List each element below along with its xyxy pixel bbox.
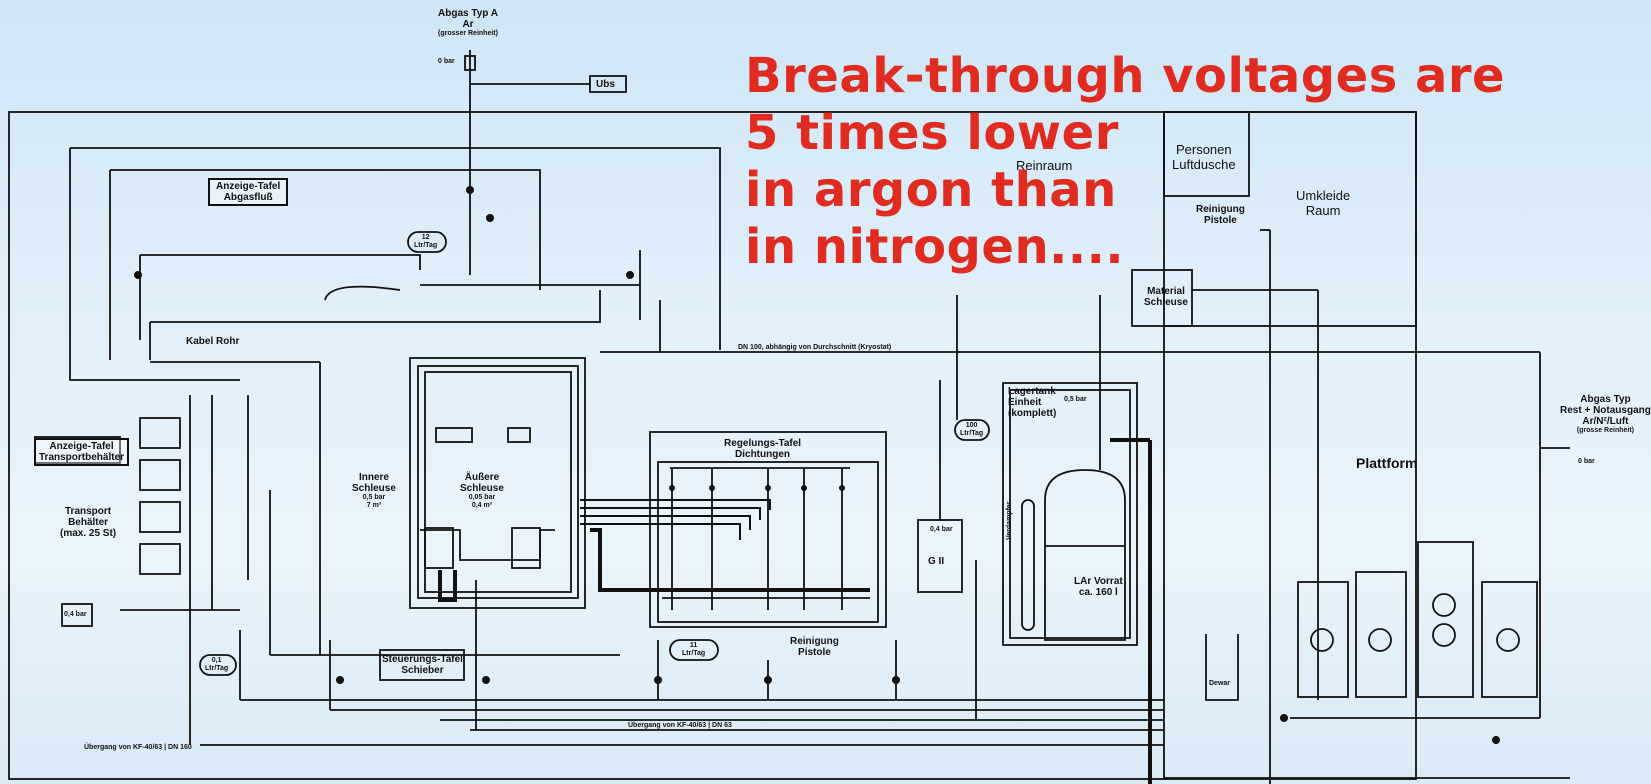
lar-supply-tank xyxy=(1044,469,1126,641)
headline-line-1: Break-through voltages are xyxy=(745,48,1506,104)
platform-units xyxy=(1290,352,1541,719)
ubs-box xyxy=(589,75,627,93)
transport-containers xyxy=(139,395,249,610)
label-dewar: Dewar xyxy=(1209,680,1231,687)
label-exhaust-a-pressure: 0 bar xyxy=(438,58,455,65)
label-evaporator: Verdampfer xyxy=(1006,501,1013,540)
regulation-panel-border xyxy=(649,431,887,628)
outer-room-border xyxy=(8,111,1417,780)
label-bottle-pressure: 0,4 bar xyxy=(64,611,87,618)
material-lock-box xyxy=(1131,269,1193,327)
label-pipe-note: DN 100, abhängig von Durchschnitt (Kryos… xyxy=(738,344,892,351)
headline-line-3: in argon than xyxy=(745,162,1117,218)
air-shower-border xyxy=(1163,111,1250,197)
label-clean-room: Reinraum xyxy=(1016,158,1073,173)
headline-text: Break-through voltages are 5 times lower… xyxy=(745,48,1505,276)
lock-frame xyxy=(409,357,586,609)
changing-room-border xyxy=(1163,111,1417,327)
valve-row xyxy=(662,467,870,610)
label-pressure-05: 0,5 bar xyxy=(1064,396,1087,403)
label-transfer-note: Übergang von KF-40/63 | DN 160 xyxy=(84,744,192,751)
storage-tank-frame xyxy=(1002,382,1138,646)
control-panel-box xyxy=(379,649,465,681)
label-transfer-note-2: Übergang von KF-40/63 | DN 63 xyxy=(628,722,732,729)
label-exhaust-rest-pressure: 0 bar xyxy=(1578,458,1595,465)
label-platform: Plattform xyxy=(1356,455,1418,471)
label-pressure-04: 0,4 bar xyxy=(930,526,953,533)
label-ubs: Ubs xyxy=(596,79,615,90)
label-cable-pipe: Kabel Rohr xyxy=(186,336,240,347)
dewar-vessel xyxy=(1205,634,1239,701)
headline-line-2: 5 times lower xyxy=(745,105,1119,161)
label-gii: G II xyxy=(928,556,945,567)
headline-line-4: in nitrogen.... xyxy=(745,219,1125,275)
